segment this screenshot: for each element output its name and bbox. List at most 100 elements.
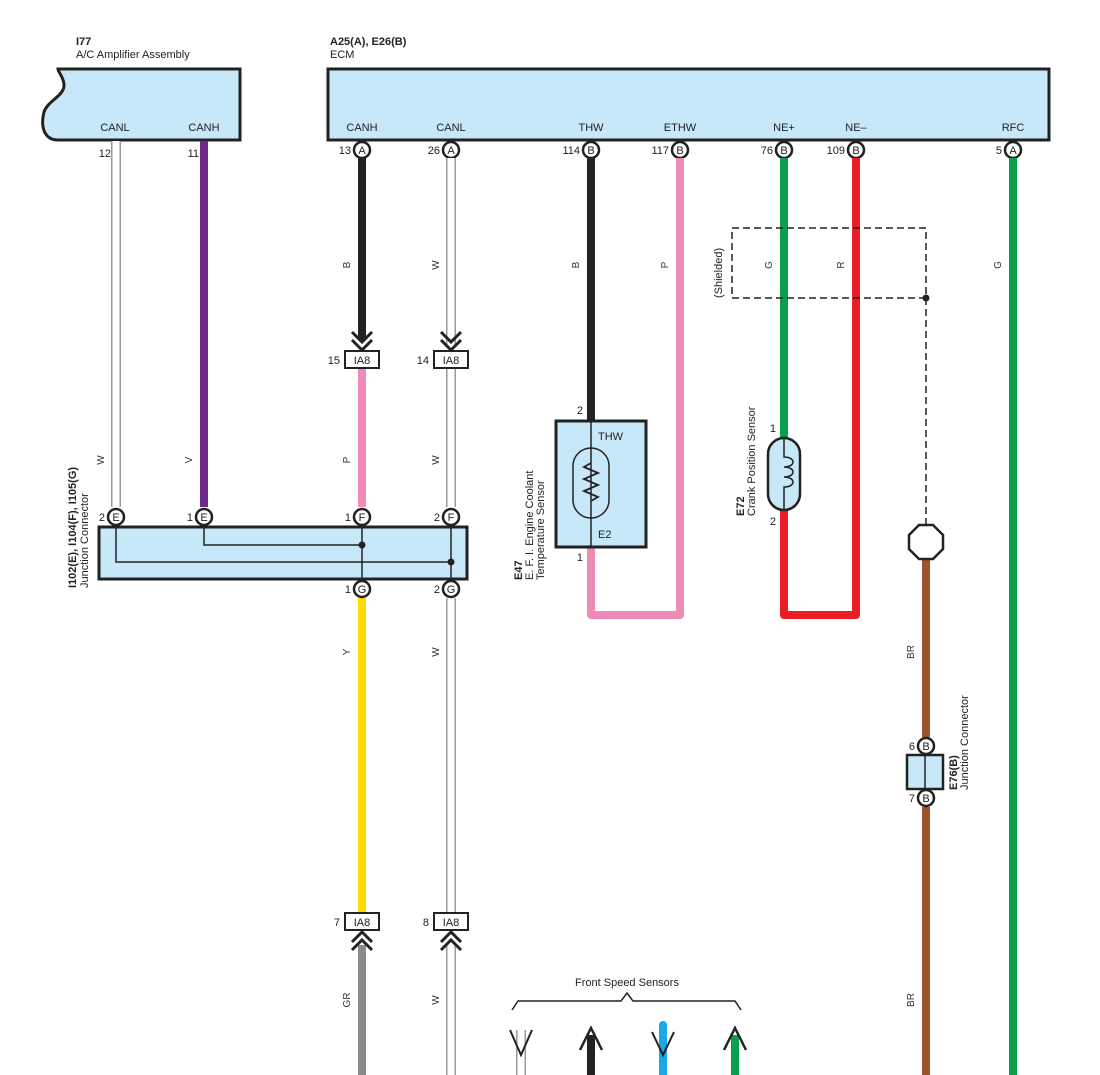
ecm-pin-5: A5: [996, 140, 1023, 160]
ia8-pin-num: 7: [334, 917, 340, 929]
connector-letter: A: [447, 145, 455, 157]
ecm-pin-13: A 13: [339, 140, 372, 160]
pin-circle: [441, 579, 461, 599]
pin-number: 2: [434, 512, 440, 524]
ecm-name: ECM: [330, 49, 354, 61]
ecm-pin-label: NE–: [845, 122, 867, 134]
coolant-name-2: Temperature Sensor: [535, 480, 547, 580]
wire-code-ecm_canl: W: [431, 260, 442, 270]
coolant-name-1: E. F. I. Engine Coolant: [524, 471, 536, 580]
e76-pin-6: B6: [909, 736, 936, 756]
wire-ne-minus: [780, 158, 860, 619]
ia8-name: IA8: [443, 355, 460, 367]
ecm-pin-label: THW: [578, 122, 604, 134]
ia8-pin-num: 8: [423, 917, 429, 929]
ecm-pin-109: B 109: [827, 140, 866, 160]
ecm-pin-label: CANL: [436, 122, 465, 134]
ecm-pin-26: A 26: [428, 140, 461, 160]
connector-letter: F: [448, 512, 455, 524]
pin-number: 2: [434, 584, 440, 596]
female-arrow-icon: [439, 929, 463, 952]
junction-pin-G2: G2: [434, 579, 461, 599]
ecm-pin-label: RFC: [1002, 122, 1025, 134]
ac-amp-pin-num-12: 12: [99, 148, 111, 160]
thermistor-housing: [572, 447, 610, 519]
crank-name: Crank Position Sensor: [746, 406, 758, 516]
junction-pin-E1: E1: [187, 507, 214, 527]
connector-letter: B: [852, 145, 859, 157]
wire-code-ecm_canh: B: [342, 261, 353, 268]
pin-circle: [106, 507, 126, 527]
wire-code-ne_plus: G: [764, 261, 775, 269]
pin-circle: [194, 507, 214, 527]
ac-amp-code: I77: [76, 36, 91, 48]
e76-label: E76(B) Junction Connector: [948, 695, 971, 790]
pin-number: 26: [428, 145, 440, 157]
ia8-tag: [344, 350, 380, 369]
ac-amp-name: A/C Amplifier Assembly: [76, 49, 190, 61]
ac-amp-pin-label-canl: CANL: [100, 122, 129, 134]
coil-icon: [783, 438, 794, 510]
wire-code-g2_w: W: [431, 647, 442, 657]
junction-pin-F1: F1: [345, 507, 372, 527]
female-arrow-icon: [509, 1029, 533, 1058]
ia8-name: IA8: [354, 355, 371, 367]
wire-code-g1_y: Y: [342, 648, 353, 655]
e76-pin-7: B7: [909, 788, 936, 808]
male-arrow-icon: [722, 1025, 748, 1051]
pin-number: 1: [345, 584, 351, 596]
pin-number: 6: [909, 741, 915, 753]
ia8-tag: [433, 350, 469, 369]
ecm-code: A25(A), E26(B): [330, 36, 407, 48]
coolant-pin-1: 1: [577, 552, 583, 564]
junction-connector-box: [97, 525, 469, 581]
crank-pin-1: 1: [770, 423, 776, 435]
wire-code-ne_minus: R: [836, 261, 847, 268]
ia8-upper-14: IA8 14: [417, 330, 469, 369]
pin-number: 2: [99, 512, 105, 524]
crank-sensor-label: E72 Crank Position Sensor: [735, 406, 758, 516]
coolant-sensor-box: [554, 419, 648, 549]
coolant-sensor-label: E47 E. F. I. Engine Coolant Temperature …: [513, 471, 547, 580]
junction-name: Junction Connector: [79, 493, 91, 588]
ecm-pin-117: B 117: [651, 140, 690, 160]
connector-letter: A: [1009, 145, 1017, 157]
pin-circle: [352, 507, 372, 527]
pin-number: 117: [651, 145, 669, 157]
shield-ground-icon: [907, 523, 945, 561]
ac-amp-pin-label-canh: CANH: [188, 122, 219, 134]
crank-code: E72: [735, 496, 747, 516]
pin-number: 5: [996, 145, 1002, 157]
ia8-name: IA8: [443, 917, 460, 929]
pin-number: 109: [827, 145, 845, 157]
ecm-box: [326, 67, 1051, 142]
connector-letter: B: [780, 145, 787, 157]
connector-letter: A: [358, 145, 366, 157]
pin-number: 76: [761, 145, 773, 157]
wire-code-ia8_w: W: [431, 455, 442, 465]
wire-code-lower_w: W: [431, 995, 442, 1005]
connector-letter: B: [676, 145, 683, 157]
junction-pin-G1: G1: [345, 579, 372, 599]
pin-number: 114: [562, 145, 580, 157]
resistor-icon: [581, 462, 601, 502]
ia8-upper-15: IA8 15: [328, 330, 380, 369]
pin-circle: [916, 736, 936, 756]
coolant-terminal-e2: E2: [598, 529, 611, 541]
front-speed-sensors-label: Front Speed Sensors: [575, 977, 679, 989]
pin-number: 7: [909, 793, 915, 805]
junction-label: I102(E), I104(F), I105(G) Junction Conne…: [67, 467, 91, 588]
ia8-lower-8: IA8 8: [423, 912, 469, 952]
pin-circle: [441, 507, 461, 527]
ecm-pin-76: B 76: [761, 140, 794, 160]
connector-letter: E: [200, 512, 207, 524]
pin-number: 13: [339, 145, 351, 157]
wire-code-thw: B: [571, 261, 582, 268]
crank-pin-2: 2: [770, 516, 776, 528]
connector-letter: G: [447, 584, 456, 596]
ia8-name: IA8: [354, 917, 371, 929]
wire-code-rfc: G: [993, 261, 1004, 269]
wire-code-ac_canh: V: [184, 456, 195, 463]
